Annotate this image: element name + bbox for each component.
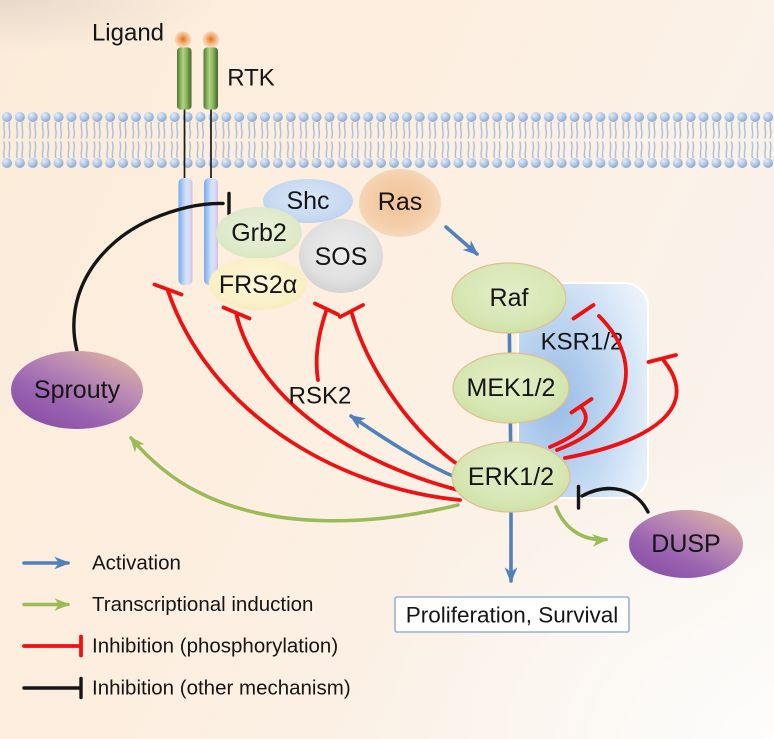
dusp-label: DUSP	[651, 530, 720, 558]
ligand-ball-right	[202, 31, 220, 49]
edge-erk-sos-tbar	[338, 303, 365, 319]
erk-shape	[451, 441, 571, 513]
edge-dusp-erk-inhibition	[580, 486, 650, 514]
node-raf: Raf	[451, 262, 567, 334]
node-ras: Ras	[359, 169, 441, 237]
edge-sprouty-rtk-inhibition	[72, 201, 225, 353]
edge-erk-frs2a-inhibition	[234, 313, 460, 492]
edge-rsk2-sos-inhibition	[314, 308, 329, 382]
ligand-label: Ligand	[92, 20, 164, 47]
grb2-shape	[216, 207, 302, 259]
erk-label: ERK1/2	[468, 463, 554, 491]
legend-inhibition-phospho-label: Inhibition (phosphorylation)	[92, 635, 338, 658]
frs2a-shape	[209, 258, 307, 310]
edge-erk-sos-inhibition	[349, 310, 462, 468]
edge-erk-rsk2-activation	[349, 414, 457, 479]
legend-item-inhibition-other: Inhibition (other mechanism)	[22, 677, 351, 700]
grb2-label: Grb2	[231, 219, 287, 247]
node-shc: Shc	[263, 179, 353, 223]
edge-rsk2-sos-tbar	[313, 301, 340, 317]
node-sprouty: Sprouty	[11, 351, 143, 429]
legend-activation-label: Activation	[92, 552, 181, 575]
legend-inhibition-other-label: Inhibition (other mechanism)	[92, 677, 351, 700]
mek-label: MEK1/2	[467, 374, 556, 402]
sos-label: SOS	[315, 243, 368, 271]
legend-transcription-label: Transcriptional induction	[92, 593, 313, 616]
edge-erk-raf-inhibition	[555, 314, 628, 452]
node-grb2: Grb2	[216, 207, 302, 259]
raf-label: Raf	[490, 284, 529, 312]
feedback-inhibition-edges	[152, 282, 679, 502]
shc-label: Shc	[286, 187, 329, 215]
node-erk: ERK1/2	[451, 441, 571, 513]
sprouty-label: Sprouty	[34, 376, 121, 404]
frs2a-label: FRS2α	[219, 271, 297, 299]
edge-ras-raf-activation	[444, 225, 479, 256]
legend-item-transcriptional-induction: Transcriptional induction	[22, 593, 313, 616]
edge-erk-frs2a-tbar	[221, 305, 252, 321]
rtk-kinase-domain-right	[204, 178, 218, 285]
sprouty-shape	[11, 351, 143, 429]
node-frs2a: FRS2α	[209, 258, 307, 310]
ras-label: Ras	[378, 188, 422, 216]
edge-erk-rtk-inhibition	[166, 289, 462, 502]
rtk-label: RTK	[227, 65, 275, 92]
edge-erk-ksr-inhibition	[563, 359, 679, 460]
edge-erk-raf-tbar	[571, 303, 596, 321]
lipid-bilayer-texture	[0, 108, 774, 172]
rtk-ectodomain-left	[177, 47, 192, 110]
node-sos: SOS	[299, 219, 383, 293]
ligand-ball-left	[174, 31, 192, 49]
rtk-kinase-domain-left	[178, 178, 193, 285]
legend-item-activation: Activation	[22, 552, 181, 575]
edge-erk-dusp-induction	[554, 505, 609, 547]
node-dusp: DUSP	[629, 510, 743, 578]
plasma-membrane	[0, 108, 774, 172]
sos-shape	[299, 219, 383, 293]
edge-erk-mek-tbar	[569, 397, 594, 415]
raf-shape	[451, 262, 567, 334]
legend-item-inhibition-phosphorylation: Inhibition (phosphorylation)	[22, 635, 338, 658]
edge-erk-rtk-tbar	[152, 282, 184, 297]
shc-shape	[263, 179, 353, 223]
outcome-box-frame	[394, 596, 630, 633]
legend: Activation Transcriptional induction Inh…	[22, 552, 351, 700]
ras-shape	[359, 169, 441, 237]
outcome-label: Proliferation, Survival	[406, 603, 619, 628]
edge-erk-mek-inhibition	[548, 406, 588, 449]
ksr-label: KSR1/2	[541, 329, 624, 356]
rtk-ectodomain-right	[203, 47, 218, 110]
node-mek: MEK1/2	[452, 352, 570, 424]
edge-erk-sprouty-induction	[129, 436, 460, 523]
edge-erk-ksr-tbar	[646, 353, 678, 364]
rsk2-label: RSK2	[289, 383, 352, 410]
mek-shape	[452, 352, 570, 424]
dusp-shape	[629, 510, 743, 578]
outcome-box: Proliferation, Survival	[394, 596, 630, 633]
